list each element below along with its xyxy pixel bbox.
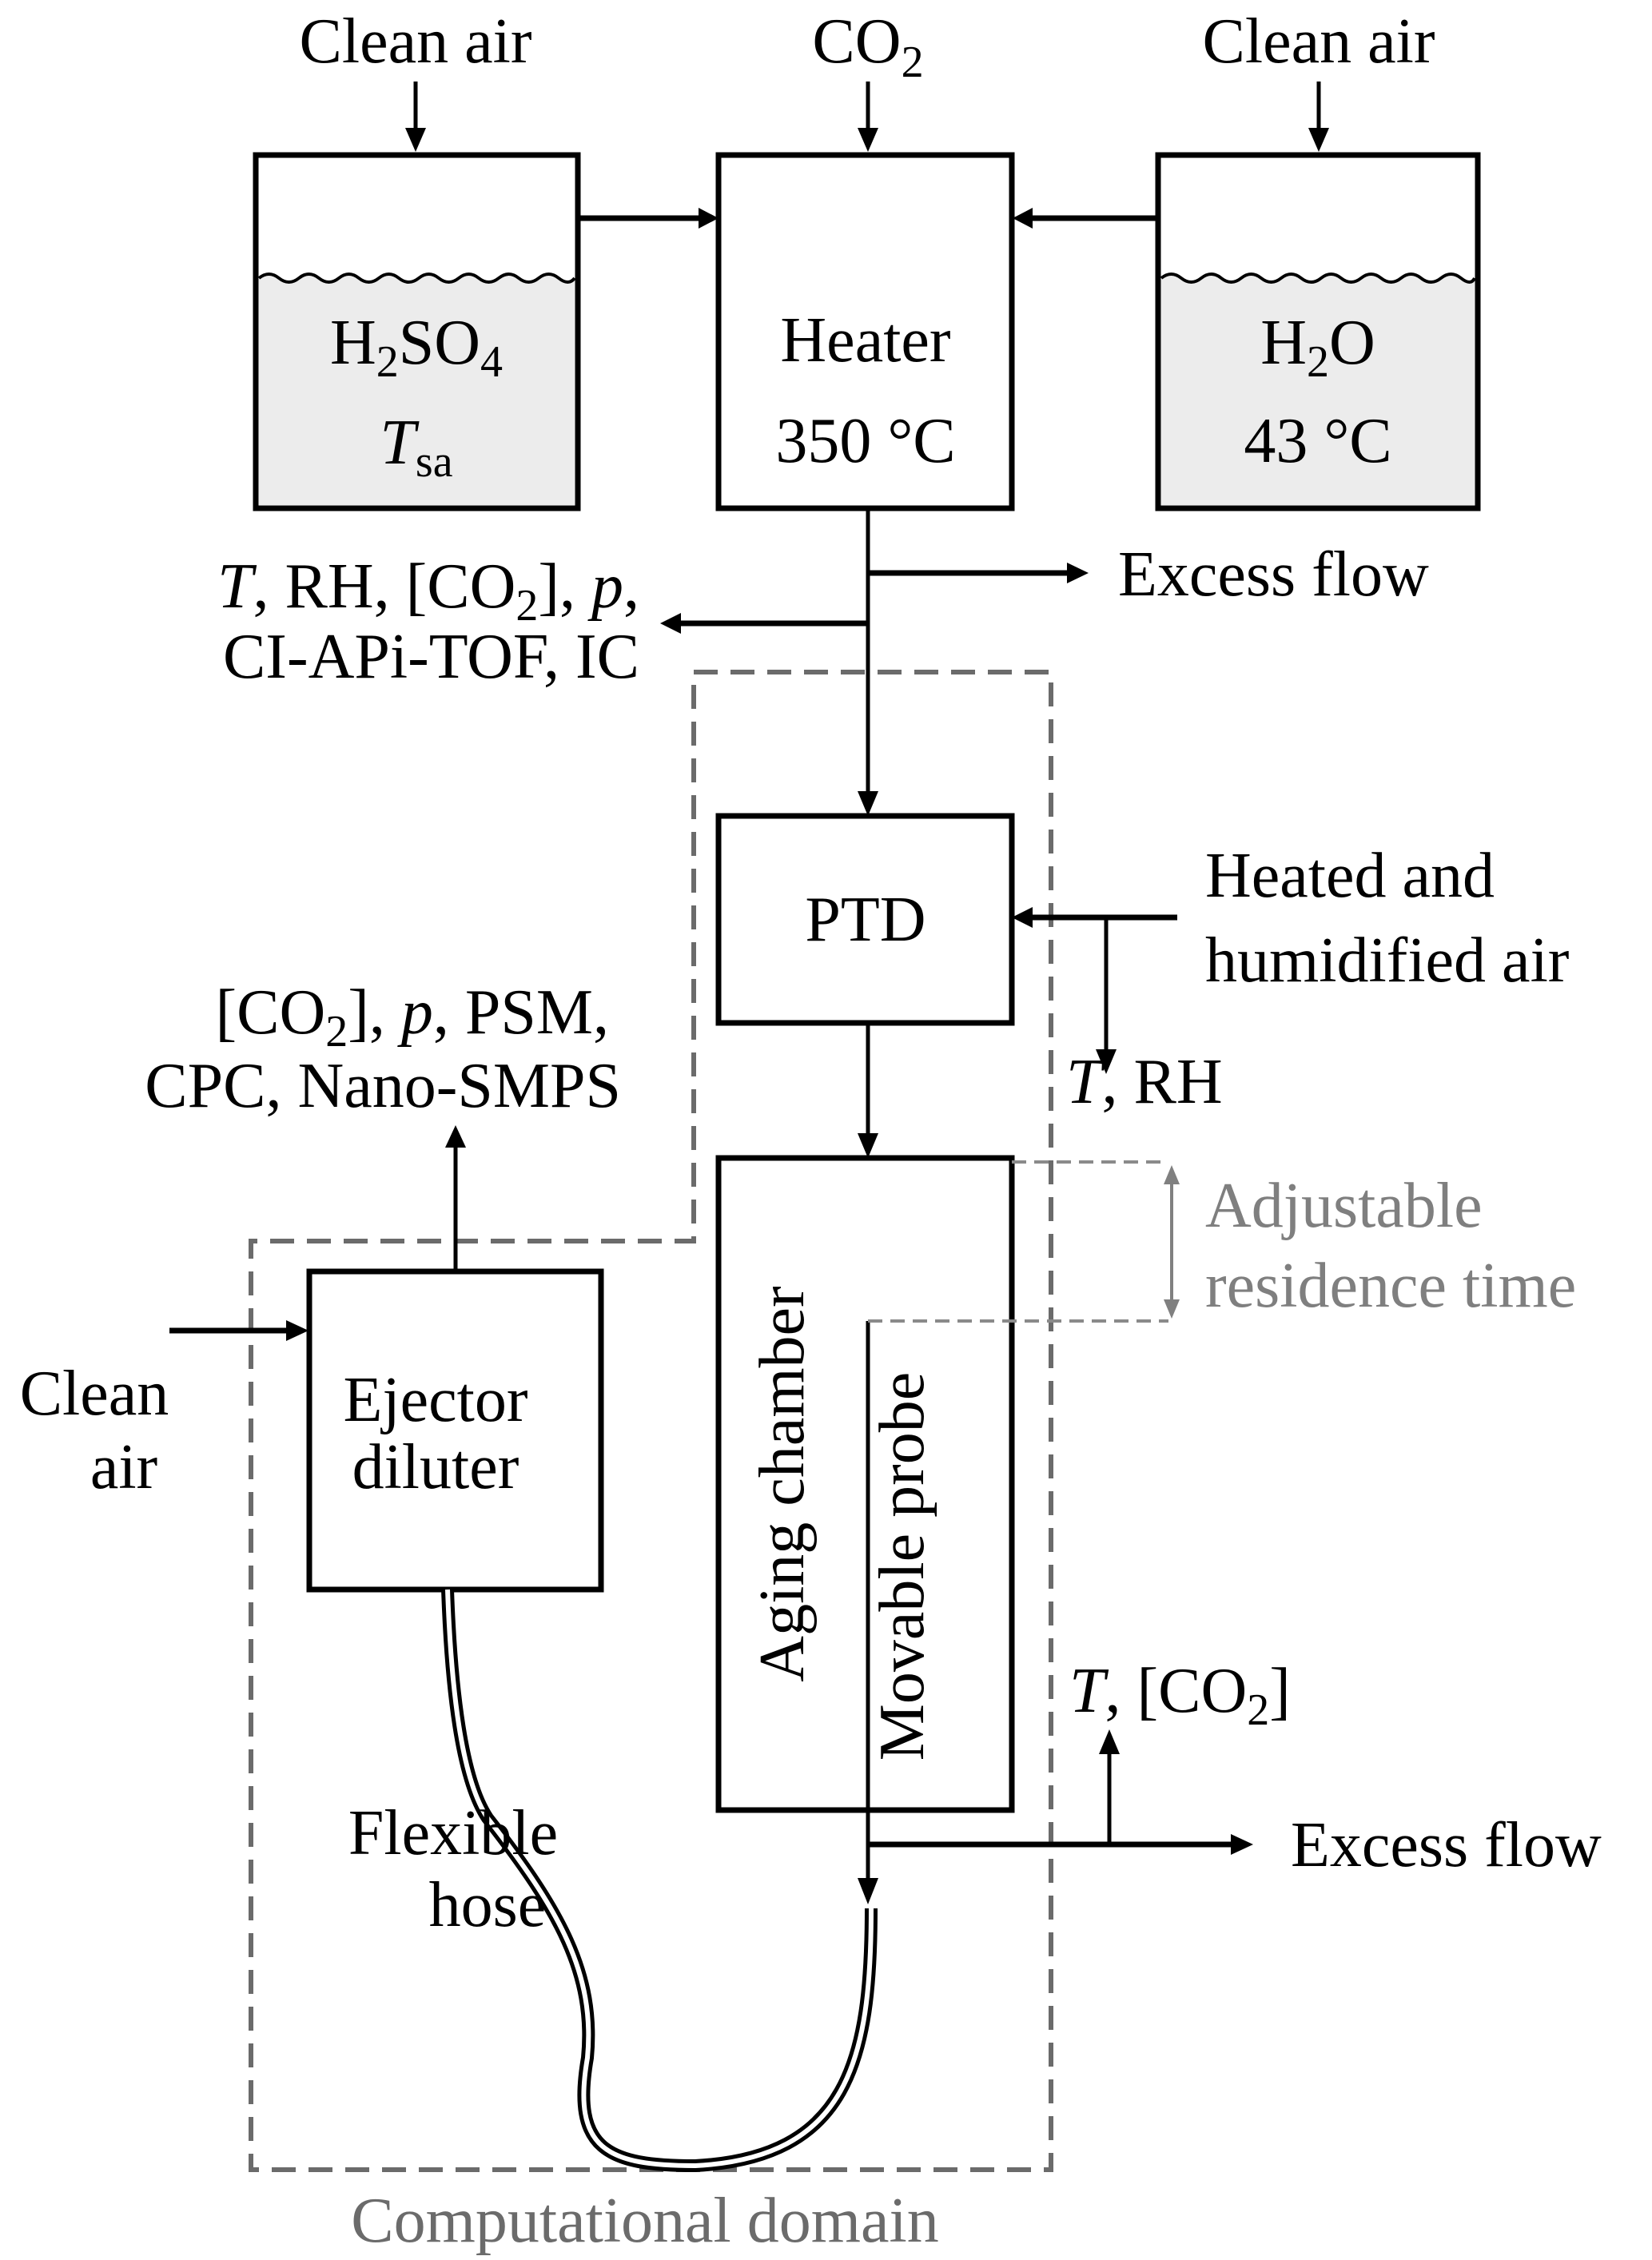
clean-air-right-label: Clean air bbox=[1203, 6, 1435, 77]
ejector-measurements-line2: CPC, Nano-SMPS bbox=[145, 1051, 621, 1121]
ejector-outlet-arrow bbox=[445, 1125, 466, 1271]
residence-time-label-line1: Adjustable bbox=[1205, 1171, 1483, 1241]
ptd-label: PTD bbox=[805, 885, 926, 955]
water-formula: H2O bbox=[1260, 308, 1375, 387]
flexible-hose-label-line2: hose bbox=[429, 1870, 547, 1940]
ptd-to-chamber-arrow bbox=[858, 1023, 878, 1158]
excess-flow-bottom-label: Excess flow bbox=[1291, 1810, 1602, 1880]
heated-air-label-line2: humidified air bbox=[1205, 925, 1569, 996]
ptd-measurement-arrow bbox=[1096, 917, 1117, 1074]
aging-chamber: Aging chamber bbox=[715, 1155, 1015, 1813]
liquid-surface-wave bbox=[257, 273, 576, 284]
movable-probe: Movable probe bbox=[858, 1321, 937, 1904]
ejector-clean-air-line2: air bbox=[90, 1432, 157, 1502]
ejector-measurements-line1: [CO2], p, PSM, bbox=[215, 977, 609, 1056]
ejector-diluter: Ejector diluter bbox=[306, 1268, 604, 1593]
heated-air-label-line1: Heated and bbox=[1205, 841, 1495, 911]
acid-to-heater-arrow bbox=[578, 208, 719, 229]
clean-air-left-arrow bbox=[405, 82, 426, 152]
heater-box: Heater 350 °C bbox=[715, 152, 1015, 511]
heated-air-arrow bbox=[1012, 907, 1177, 928]
ptd-measurement-label: T, RH bbox=[1066, 1047, 1223, 1117]
flexible-hose bbox=[441, 1589, 878, 2173]
residence-time-indicator bbox=[868, 1160, 1180, 1323]
liquid-surface-wave bbox=[1160, 273, 1476, 284]
aging-chamber-label: Aging chamber bbox=[747, 1286, 818, 1681]
movable-probe-label: Movable probe bbox=[867, 1372, 937, 1761]
heater-label: Heater bbox=[780, 305, 950, 376]
water-temperature: 43 °C bbox=[1244, 406, 1391, 476]
saturator-temperature-label: Tsa bbox=[380, 408, 452, 487]
excess-flow-top-label: Excess flow bbox=[1118, 539, 1429, 610]
measurement-branch-arrow bbox=[660, 613, 868, 634]
computational-domain-label: Computational domain bbox=[351, 2186, 938, 2256]
clean-air-right-arrow bbox=[1308, 82, 1329, 152]
residence-time-label-line2: residence time bbox=[1205, 1251, 1576, 1321]
sulfuric-acid-formula: H2SO4 bbox=[330, 308, 503, 387]
chamber-measurement-label: T, [CO2] bbox=[1069, 1656, 1291, 1735]
heater-outlet-line bbox=[858, 508, 878, 816]
clean-air-left-label: Clean air bbox=[300, 6, 532, 77]
computational-domain-boundary bbox=[249, 670, 1053, 2172]
measurements-top-line1: T, RH, [CO2], p, bbox=[217, 551, 639, 631]
water-saturator: H2O 43 °C bbox=[1155, 152, 1481, 511]
ejector-clean-air-line1: Clean bbox=[20, 1359, 169, 1429]
heater-temperature: 350 °C bbox=[775, 406, 955, 476]
co2-input-label: CO2 bbox=[812, 6, 923, 87]
ejector-clean-air-arrow bbox=[169, 1320, 309, 1341]
measurements-top-line2: CI-APi-TOF, IC bbox=[223, 622, 639, 692]
excess-flow-top-arrow bbox=[868, 563, 1089, 583]
ejector-label-line2: diluter bbox=[352, 1432, 519, 1502]
chamber-measurement-arrow bbox=[1099, 1729, 1120, 1844]
excess-flow-bottom-arrow bbox=[868, 1834, 1253, 1855]
sulfuric-acid-saturator: H2SO4 Tsa bbox=[253, 152, 581, 511]
ptd-box: PTD bbox=[715, 813, 1015, 1026]
water-to-heater-arrow bbox=[1013, 208, 1158, 229]
co2-input-arrow bbox=[858, 82, 878, 152]
ejector-label-line1: Ejector bbox=[344, 1365, 528, 1435]
flexible-hose-label-line1: Flexible bbox=[348, 1798, 558, 1868]
